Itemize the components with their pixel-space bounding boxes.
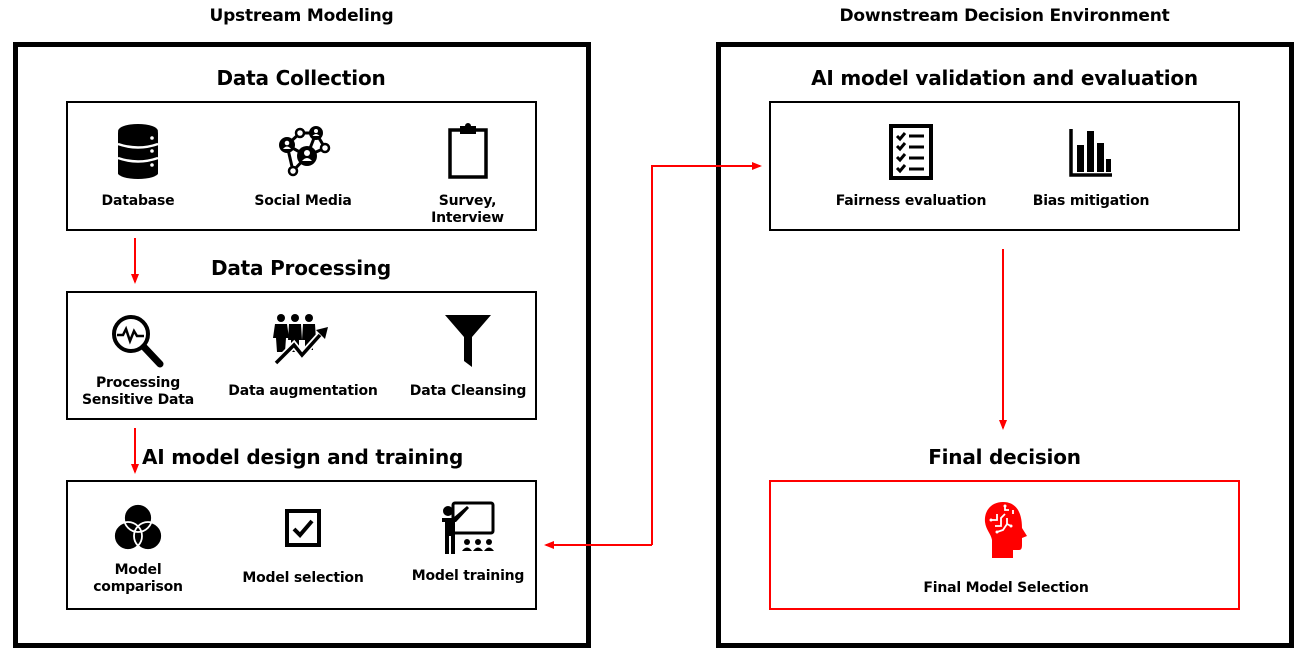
magnifier-pulse-icon	[112, 315, 164, 368]
item-label: Database	[101, 193, 175, 209]
upstream-title: Upstream Modeling	[209, 6, 394, 26]
item-label: Fairness evaluation	[835, 193, 987, 209]
downstream-title: Downstream Decision Environment	[839, 6, 1170, 26]
item-label: Final Model Selection	[923, 580, 1089, 596]
model-design-box: Model comparison Model selection Model t…	[66, 480, 537, 610]
checklist-icon	[889, 124, 933, 180]
data-collection-title: Data Collection	[216, 66, 386, 90]
model-design-title: AI model design and training	[142, 445, 464, 469]
item-label: Survey, Interview	[431, 193, 504, 226]
item-label: Model comparison	[93, 562, 183, 595]
data-processing-title: Data Processing	[210, 256, 392, 280]
item-label: Processing Sensitive Data	[81, 375, 195, 408]
validation-title: AI model validation and evaluation	[811, 66, 1198, 90]
item-data-augmentation: Data augmentation	[228, 313, 378, 400]
checkbox-icon	[285, 509, 321, 547]
item-label: Model selection	[242, 570, 364, 586]
item-fairness-evaluation: Fairness evaluation	[831, 123, 991, 210]
item-model-selection: Model selection	[233, 508, 373, 587]
ai-head-icon	[984, 502, 1027, 558]
item-label: Data augmentation	[228, 383, 378, 399]
item-database: Database	[78, 123, 198, 210]
item-sensitive-data: Processing Sensitive Data	[68, 313, 208, 409]
upstream-panel	[13, 42, 591, 648]
clipboard-icon	[447, 123, 488, 179]
item-label: Data Cleansing	[409, 383, 527, 399]
people-growth-icon	[273, 314, 328, 366]
item-model-comparison: Model comparison	[68, 502, 208, 596]
data-collection-box: Database Social Media Survey, Interview	[66, 101, 537, 231]
final-decision-title: Final decision	[928, 445, 1081, 469]
validation-box: Fairness evaluation Bias mitigation	[769, 101, 1240, 231]
bar-chart-icon	[1069, 129, 1112, 177]
item-social-media: Social Media	[238, 123, 368, 210]
database-icon	[117, 124, 159, 179]
item-survey: Survey, Interview	[400, 123, 535, 227]
item-label: Model training	[411, 568, 525, 584]
item-final-model-selection: Final Model Selection	[906, 500, 1106, 597]
data-processing-box: Processing Sensitive Data Data augmentat…	[66, 291, 537, 420]
item-label: Bias mitigation	[1032, 193, 1150, 209]
venn-diagram-icon	[113, 503, 163, 551]
final-decision-box: Final Model Selection	[769, 480, 1240, 610]
item-model-training: Model training	[398, 500, 538, 585]
social-network-icon	[279, 126, 331, 177]
teacher-presentation-icon	[440, 501, 495, 556]
funnel-icon	[445, 315, 491, 367]
item-data-cleansing: Data Cleansing	[398, 313, 538, 400]
item-bias-mitigation: Bias mitigation	[1021, 123, 1161, 210]
item-label: Social Media	[254, 193, 352, 209]
